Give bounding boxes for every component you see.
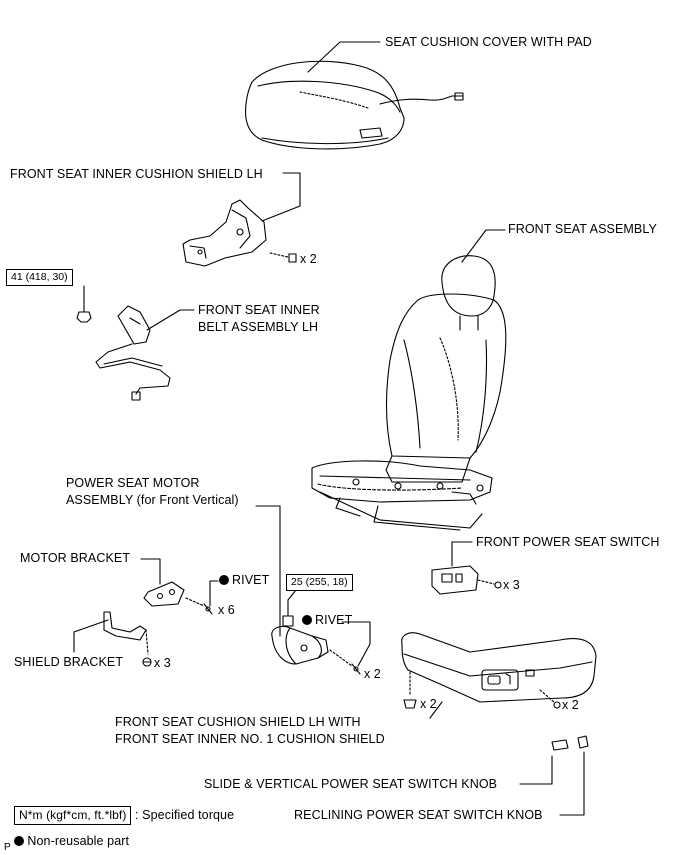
leader-rivet-1	[209, 580, 219, 607]
rivet-2-text: RIVET	[315, 613, 353, 627]
leader-motor-bracket	[140, 558, 161, 585]
leader-power-seat-motor	[255, 505, 281, 637]
seat-cushion-cover-drawing	[244, 60, 464, 150]
leader-slide-vertical-knob	[519, 755, 553, 785]
nonreusable-dot-icon	[14, 836, 25, 846]
qty-shield-bracket-screw: x 3	[154, 656, 171, 670]
label-rivet-2: RIVET	[302, 613, 352, 628]
motor-bracket-drawing	[143, 581, 185, 607]
cushion-shield-clip-drawing	[403, 671, 417, 709]
leader-seat-cushion-cover	[307, 41, 381, 73]
inner-belt-assembly-drawing	[95, 305, 171, 401]
legend-torque-unit: N*m (kgf*cm, ft.*lbf)	[14, 806, 132, 825]
label-inner-belt-line2: BELT ASSEMBLY LH	[198, 320, 319, 334]
leader-reclining-knob	[559, 751, 585, 816]
label-power-seat-motor-line2: ASSEMBLY (for Front Vertical)	[66, 493, 239, 507]
label-front-seat-assembly: FRONT SEAT ASSEMBLY	[508, 222, 657, 236]
leader-rivet-2	[341, 621, 371, 667]
leader-inner-belt	[146, 309, 195, 331]
legend-nonreusable-text: Non-reusable part	[27, 834, 130, 848]
leader-front-power-seat-switch	[451, 541, 473, 567]
belt-anchor-bolt-drawing	[76, 311, 92, 323]
bracket-rivet-drawing	[185, 597, 213, 615]
shield-bracket-drawing	[103, 611, 147, 641]
reclining-knob-drawing	[577, 735, 589, 749]
torque-box-belt-anchor: 41 (418, 30)	[6, 269, 73, 286]
label-seat-cushion-cover: SEAT CUSHION COVER WITH PAD	[385, 35, 592, 49]
rivet-1-text: RIVET	[232, 573, 270, 587]
cushion-shield-drawing	[401, 632, 597, 703]
shield-bracket-screw-drawing	[142, 629, 152, 667]
label-inner-belt-line1: FRONT SEAT INNER	[198, 303, 320, 317]
label-cushion-shield-line2: FRONT SEAT INNER NO. 1 CUSHION SHIELD	[115, 732, 385, 746]
leader-cushion-shield	[429, 701, 443, 719]
leader-shield-bracket	[73, 619, 109, 653]
label-shield-bracket: SHIELD BRACKET	[14, 655, 124, 669]
qty-cushion-shield-screw: x 2	[562, 698, 579, 712]
qty-shield-screw: x 2	[300, 252, 317, 266]
motor-bolt-drawing	[282, 615, 294, 627]
label-power-seat-motor-line1: POWER SEAT MOTOR	[66, 476, 200, 490]
inner-cushion-shield-drawing	[182, 199, 267, 267]
label-reclining-knob: RECLINING POWER SEAT SWITCH KNOB	[294, 808, 543, 822]
front-seat-assembly-drawing	[311, 255, 507, 531]
qty-cushion-shield-clip: x 2	[420, 697, 437, 711]
power-seat-motor-drawing	[271, 625, 329, 665]
shield-screw-drawing	[269, 252, 297, 263]
legend-torque-desc: : Specified torque	[135, 808, 235, 822]
motor-rivet-drawing	[329, 649, 361, 675]
legend-nonreusable: P Non-reusable part	[4, 834, 129, 855]
cushion-shield-screw-drawing	[539, 689, 561, 709]
nonreusable-dot-icon	[302, 615, 312, 625]
qty-rivet-bracket: x 6	[218, 603, 235, 617]
legend-torque: N*m (kgf*cm, ft.*lbf) : Specified torque	[14, 806, 234, 825]
leader-inner-cushion-shield	[261, 172, 301, 222]
slide-vertical-knob-drawing	[551, 739, 569, 751]
label-cushion-shield-line1: FRONT SEAT CUSHION SHIELD LH WITH	[115, 715, 361, 729]
qty-switch-screw: x 3	[503, 578, 520, 592]
nonreusable-dot-icon	[219, 575, 229, 585]
qty-motor-rivet: x 2	[364, 667, 381, 681]
front-power-seat-switch-drawing	[431, 565, 502, 595]
label-front-power-seat-switch: FRONT POWER SEAT SWITCH	[476, 535, 660, 549]
label-motor-bracket: MOTOR BRACKET	[20, 551, 131, 565]
leader-torque-25	[287, 589, 297, 617]
label-rivet-1: RIVET	[219, 573, 269, 588]
torque-box-motor-bolt: 25 (255, 18)	[286, 574, 353, 591]
label-slide-vertical-knob: SLIDE & VERTICAL POWER SEAT SWITCH KNOB	[204, 777, 498, 791]
leader-front-seat-assembly	[461, 229, 506, 263]
corner-mark: P	[4, 842, 11, 853]
label-inner-cushion-shield: FRONT SEAT INNER CUSHION SHIELD LH	[10, 167, 263, 181]
